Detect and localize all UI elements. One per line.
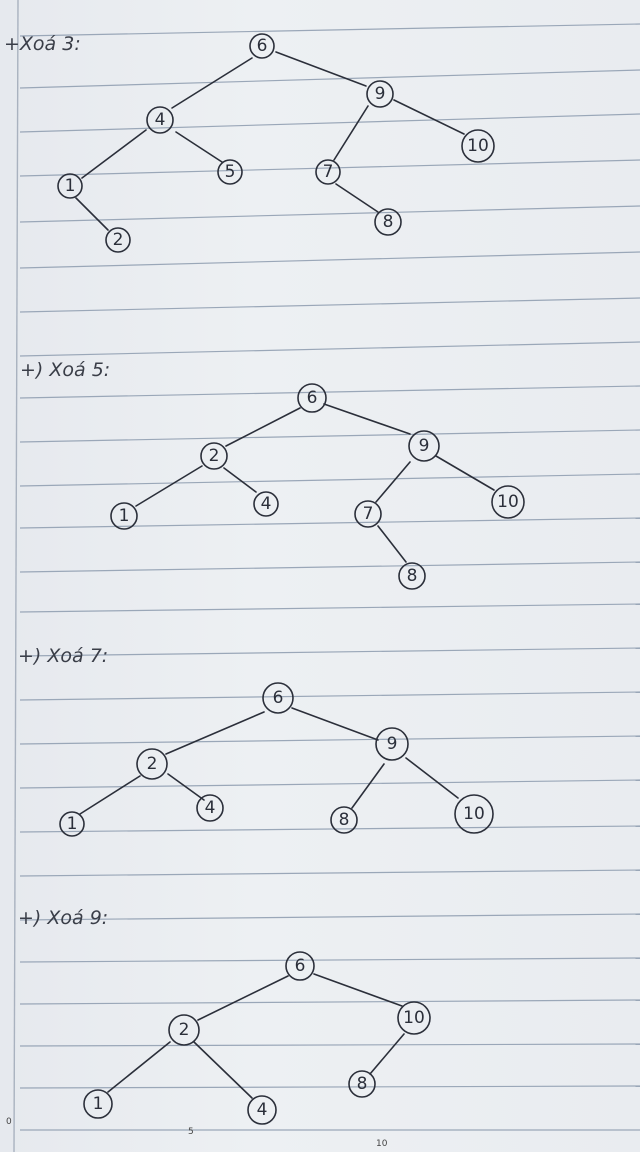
tree-node-1: 1 bbox=[110, 502, 138, 530]
svg-text:9: 9 bbox=[375, 84, 386, 104]
tree-node-4: 4 bbox=[146, 106, 174, 134]
tree-node-1: 1 bbox=[57, 173, 83, 199]
tree-node-4: 4 bbox=[196, 794, 224, 822]
tree-node-7: 7 bbox=[315, 159, 341, 185]
tree-node-10: 10 bbox=[461, 129, 495, 163]
svg-text:10: 10 bbox=[403, 1008, 425, 1028]
ruler-tick-10: 10 bbox=[376, 1139, 388, 1149]
tree-node-1: 1 bbox=[59, 811, 85, 837]
section-heading: +) Xoá 5: bbox=[20, 359, 110, 381]
svg-text:1: 1 bbox=[65, 176, 76, 196]
svg-text:1: 1 bbox=[93, 1094, 104, 1114]
svg-text:10: 10 bbox=[467, 136, 489, 156]
svg-text:9: 9 bbox=[387, 734, 398, 754]
tree-node-2: 2 bbox=[200, 442, 228, 470]
svg-text:1: 1 bbox=[67, 814, 78, 834]
tree-node-8: 8 bbox=[374, 208, 402, 236]
svg-text:4: 4 bbox=[257, 1100, 268, 1120]
section-delete-9: +) Xoá 9: 6 2 10 1 4 8 bbox=[18, 907, 431, 1125]
section-heading: +Xoá 3: bbox=[4, 33, 81, 55]
ruled-lines bbox=[19, 23, 640, 1131]
svg-text:2: 2 bbox=[147, 754, 158, 774]
tree-node-5: 5 bbox=[217, 159, 243, 185]
svg-text:4: 4 bbox=[155, 110, 166, 130]
ruler-tick-5: 5 bbox=[188, 1127, 194, 1137]
tree-node-10: 10 bbox=[491, 485, 525, 519]
section-delete-7: +) Xoá 7: 6 2 9 1 4 8 10 bbox=[18, 645, 494, 837]
svg-text:1: 1 bbox=[119, 506, 130, 526]
svg-text:8: 8 bbox=[383, 212, 394, 232]
svg-text:6: 6 bbox=[307, 388, 318, 408]
section-delete-3: +Xoá 3: 6 4 9 1 5 7 10 2 8 bbox=[4, 33, 495, 253]
tree-edges bbox=[79, 707, 459, 815]
tree-node-9: 9 bbox=[366, 80, 394, 108]
svg-text:5: 5 bbox=[225, 162, 236, 182]
tree-node-6: 6 bbox=[297, 383, 327, 413]
svg-text:9: 9 bbox=[419, 436, 430, 456]
margin-line bbox=[13, 0, 19, 1152]
svg-text:2: 2 bbox=[209, 446, 220, 466]
svg-text:8: 8 bbox=[357, 1074, 368, 1094]
svg-text:8: 8 bbox=[339, 810, 350, 830]
section-heading: +) Xoá 9: bbox=[18, 907, 108, 929]
tree-node-9: 9 bbox=[375, 727, 409, 761]
svg-text:7: 7 bbox=[363, 504, 374, 524]
tree-edges bbox=[107, 973, 405, 1099]
tree-edges bbox=[135, 403, 495, 563]
ruler-tick-0: 0 bbox=[6, 1117, 12, 1127]
svg-text:6: 6 bbox=[257, 36, 268, 56]
section-delete-5: +) Xoá 5: 6 2 9 1 4 7 10 8 bbox=[20, 359, 525, 590]
tree-node-8: 8 bbox=[398, 562, 426, 590]
svg-text:7: 7 bbox=[323, 162, 334, 182]
tree-node-9: 9 bbox=[408, 430, 440, 462]
svg-text:8: 8 bbox=[407, 566, 418, 586]
tree-node-4: 4 bbox=[247, 1095, 277, 1125]
svg-text:10: 10 bbox=[463, 804, 485, 824]
svg-text:4: 4 bbox=[205, 798, 216, 818]
tree-node-1: 1 bbox=[83, 1089, 113, 1119]
svg-text:10: 10 bbox=[497, 492, 519, 512]
tree-node-4: 4 bbox=[253, 491, 279, 517]
tree-node-6: 6 bbox=[285, 951, 315, 981]
svg-text:2: 2 bbox=[179, 1020, 190, 1040]
svg-text:2: 2 bbox=[113, 230, 124, 250]
ruler-ticks: 0 5 10 bbox=[6, 1117, 388, 1149]
tree-node-7: 7 bbox=[354, 500, 382, 528]
tree-node-2: 2 bbox=[168, 1014, 200, 1046]
tree-node-8: 8 bbox=[330, 806, 358, 834]
tree-node-6: 6 bbox=[249, 33, 275, 59]
tree-node-2: 2 bbox=[136, 748, 168, 780]
tree-node-8: 8 bbox=[348, 1070, 376, 1098]
tree-node-10: 10 bbox=[454, 794, 494, 834]
svg-text:4: 4 bbox=[261, 494, 272, 514]
svg-text:6: 6 bbox=[273, 688, 284, 708]
tree-edges bbox=[75, 51, 465, 231]
tree-node-2: 2 bbox=[105, 227, 131, 253]
section-heading: +) Xoá 7: bbox=[18, 645, 108, 667]
tree-node-6: 6 bbox=[262, 682, 294, 714]
tree-node-10: 10 bbox=[397, 1001, 431, 1035]
svg-text:6: 6 bbox=[295, 956, 306, 976]
